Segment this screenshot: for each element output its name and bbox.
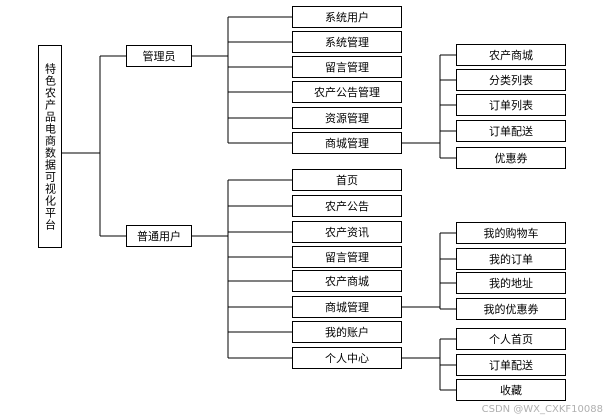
- module-node: 商城管理: [292, 132, 402, 154]
- submodule-node: 我的优惠券: [456, 298, 566, 320]
- submodule-node: 订单列表: [456, 94, 566, 116]
- module-node: 农产资讯: [292, 221, 402, 243]
- submodule-node: 优惠券: [456, 147, 566, 169]
- submodule-node: 收藏: [456, 379, 566, 401]
- module-node: 个人中心: [292, 347, 402, 369]
- submodule-node: 我的购物车: [456, 222, 566, 244]
- module-node: 商城管理: [292, 296, 402, 318]
- role-node: 管理员: [126, 45, 192, 67]
- module-node: 留言管理: [292, 246, 402, 268]
- submodule-node: 个人首页: [456, 328, 566, 350]
- module-node: 系统管理: [292, 31, 402, 53]
- module-node: 农产商城: [292, 270, 402, 292]
- submodule-node: 订单配送: [456, 354, 566, 376]
- watermark: CSDN @WX_CXKF10088: [481, 404, 603, 415]
- module-node: 资源管理: [292, 107, 402, 129]
- submodule-node: 我的订单: [456, 248, 566, 270]
- root-node: 特色农产品电商数据可视化平台: [38, 45, 62, 248]
- submodule-node: 订单配送: [456, 120, 566, 142]
- submodule-node: 我的地址: [456, 272, 566, 294]
- module-node: 系统用户: [292, 6, 402, 28]
- submodule-node: 农产商城: [456, 44, 566, 66]
- module-node: 农产公告管理: [292, 81, 402, 103]
- role-node: 普通用户: [126, 225, 192, 247]
- module-node: 留言管理: [292, 56, 402, 78]
- module-node: 我的账户: [292, 321, 402, 343]
- module-node: 农产公告: [292, 195, 402, 217]
- module-node: 首页: [292, 169, 402, 191]
- submodule-node: 分类列表: [456, 69, 566, 91]
